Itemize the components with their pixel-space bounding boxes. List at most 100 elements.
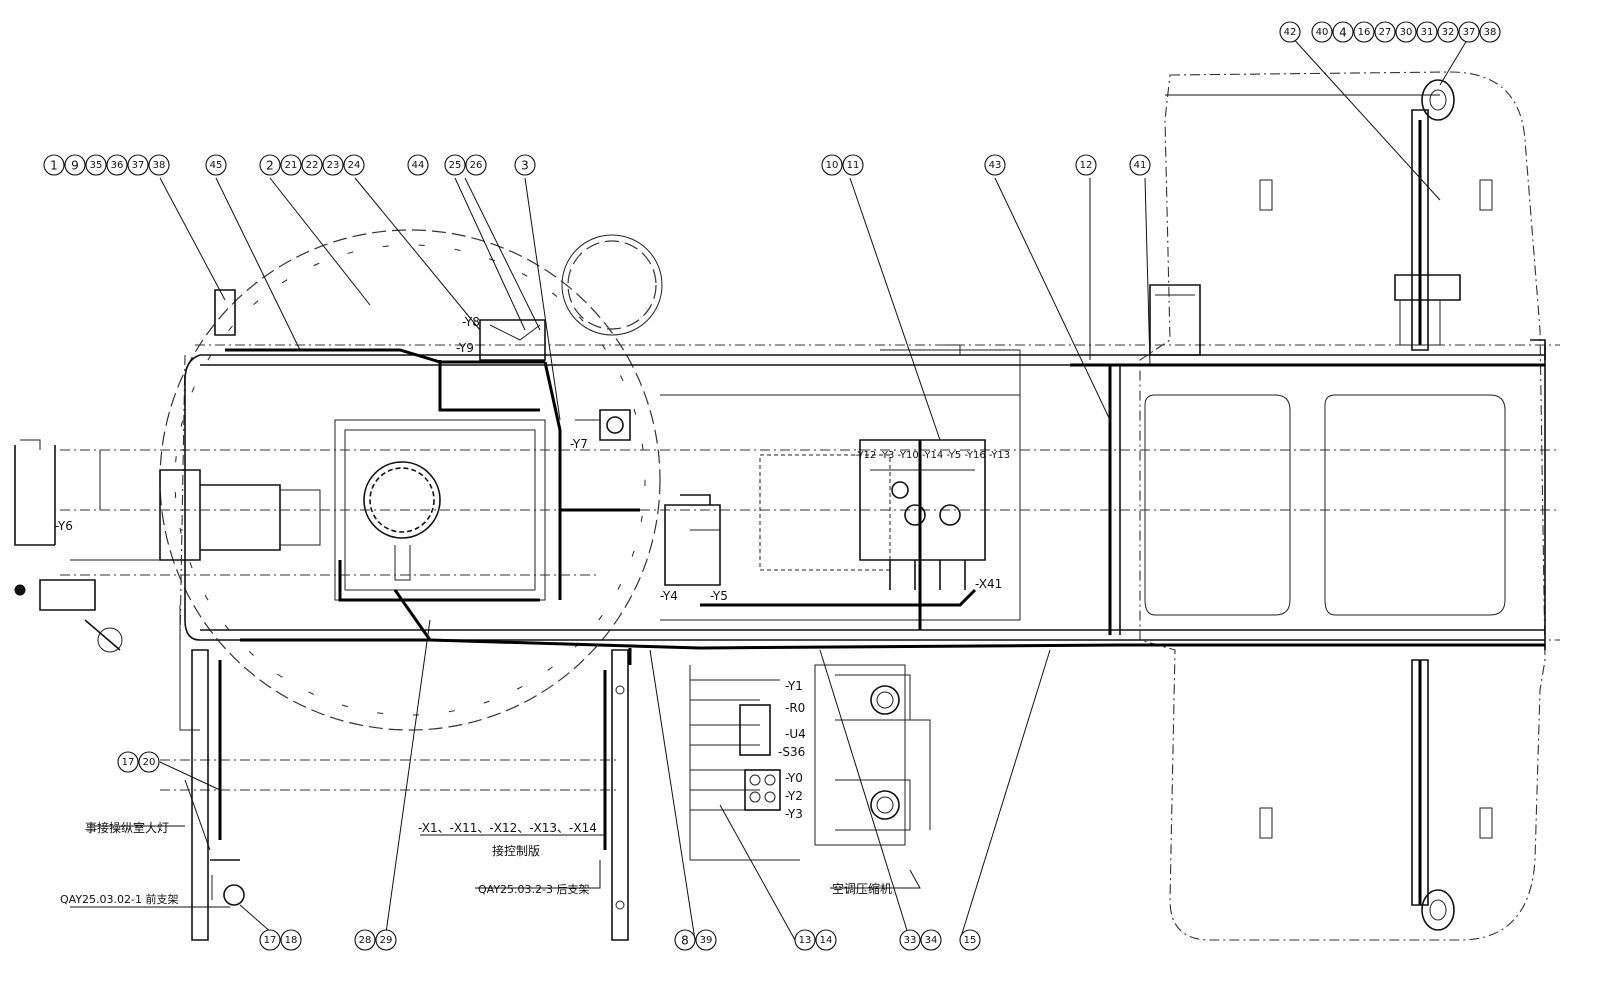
balloon-number: 32 bbox=[1442, 27, 1455, 38]
balloon-circle bbox=[117, 751, 139, 773]
balloon-number: 38 bbox=[1484, 27, 1497, 38]
balloon-number: 38 bbox=[153, 160, 166, 171]
balloon-number: 40 bbox=[1316, 27, 1329, 38]
balloon-number: 35 bbox=[90, 160, 103, 171]
balloon-number: 30 bbox=[1400, 27, 1413, 38]
balloon-number: 15 bbox=[964, 935, 977, 946]
balloon-circle bbox=[205, 154, 227, 176]
balloon-number: 14 bbox=[820, 935, 833, 946]
balloon-number: 18 bbox=[285, 935, 298, 946]
balloon-circle bbox=[674, 929, 696, 951]
front-bracket-label: QAY25.03.02-1 前支架 bbox=[60, 892, 179, 906]
balloon-number: 25 bbox=[449, 160, 462, 171]
signal-x41: -X41 bbox=[975, 577, 1002, 591]
balloon-circle bbox=[444, 154, 466, 176]
balloon-circle bbox=[984, 154, 1006, 176]
signal-y6: -Y6 bbox=[55, 519, 73, 533]
signal-u4: -U4 bbox=[785, 727, 806, 741]
balloon-circle bbox=[1479, 21, 1501, 43]
balloon-group-25: 25 26 bbox=[444, 154, 487, 176]
valve-block: -Y12 -Y3 -Y10 -Y14 -Y5 -Y16 -Y13 -Y4 -Y5… bbox=[214, 289, 1021, 620]
balloon-circle bbox=[127, 154, 149, 176]
balloon-circle bbox=[322, 154, 344, 176]
balloon-circle bbox=[1458, 21, 1480, 43]
balloon-group-33: 33 34 bbox=[899, 929, 942, 951]
balloon-circle bbox=[1311, 21, 1333, 43]
balloon-group-44: 44 bbox=[407, 154, 429, 176]
balloon-circle bbox=[959, 929, 981, 951]
signal-y5: -Y5 bbox=[710, 589, 728, 603]
signal-y7: -Y7 bbox=[570, 437, 588, 451]
balloon-number: 10 bbox=[826, 160, 839, 171]
balloon-circle bbox=[465, 154, 487, 176]
slewing-ring bbox=[363, 461, 441, 581]
balloon-circle bbox=[138, 751, 160, 773]
balloon-number: 9 bbox=[71, 159, 79, 173]
harness-main bbox=[225, 120, 1545, 905]
balloon-number: 22 bbox=[306, 160, 319, 171]
balloon-circle bbox=[280, 929, 302, 951]
balloon-circle bbox=[695, 929, 717, 951]
balloon-number: 13 bbox=[799, 935, 812, 946]
balloon-number: 12 bbox=[1080, 160, 1093, 171]
balloon-circle bbox=[1395, 21, 1417, 43]
balloon-group-3: 3 bbox=[514, 154, 536, 176]
balloon-number: 39 bbox=[700, 935, 713, 946]
control-panel-label: 接控制版 bbox=[492, 843, 540, 858]
balloon-number: 33 bbox=[904, 935, 917, 946]
balloon-circle bbox=[1416, 21, 1438, 43]
balloon-number: 36 bbox=[111, 160, 124, 171]
balloon-group-41: 41 bbox=[1129, 154, 1151, 176]
balloon-number: 29 bbox=[380, 935, 393, 946]
signal-y9: -Y9 bbox=[456, 341, 474, 355]
balloon-circle bbox=[343, 154, 365, 176]
signal-y8: -Y8 bbox=[462, 315, 480, 329]
balloon-number: 23 bbox=[327, 160, 340, 171]
balloon-group-13: 13 14 bbox=[794, 929, 837, 951]
balloon-circle bbox=[1129, 154, 1151, 176]
balloon-number: 1 bbox=[50, 159, 58, 173]
chassis-outline bbox=[60, 71, 1560, 941]
frame-rails bbox=[184, 179, 1546, 839]
balloon-number: 31 bbox=[1421, 27, 1434, 38]
balloon-circle bbox=[1437, 21, 1459, 43]
balloon-number: 16 bbox=[1358, 27, 1371, 38]
signal-y1: -Y1 bbox=[785, 679, 803, 693]
balloon-circle bbox=[1332, 21, 1354, 43]
balloon-number: 28 bbox=[359, 935, 372, 946]
front-bracket bbox=[191, 649, 245, 941]
balloon-group-45: 45 bbox=[205, 154, 227, 176]
balloon-number: 4 bbox=[1339, 26, 1347, 40]
compressor-label: 空调压缩机 bbox=[832, 881, 892, 896]
balloon-number: 24 bbox=[348, 160, 361, 171]
balloon-number: 26 bbox=[470, 160, 483, 171]
control-panel: -Y1 -R0 -U4 -S36 -Y0 -Y2 -Y3 bbox=[689, 665, 806, 861]
signal-valve-row: -Y12 -Y3 -Y10 -Y14 -Y5 -Y16 -Y13 bbox=[855, 450, 1010, 461]
balloon-number: 42 bbox=[1284, 27, 1297, 38]
balloon-number: 44 bbox=[412, 160, 425, 171]
ac-compressor bbox=[814, 664, 931, 846]
balloon-circle bbox=[280, 154, 302, 176]
balloon-circle bbox=[301, 154, 323, 176]
balloon-circle bbox=[148, 154, 170, 176]
leader-lines bbox=[70, 34, 1471, 941]
balloon-number: 34 bbox=[925, 935, 938, 946]
rear-bracket-label: QAY25.03.2-3 后支架 bbox=[478, 883, 590, 896]
balloon-group-43: 43 bbox=[984, 154, 1006, 176]
signal-s36: -S36 bbox=[778, 745, 805, 759]
balloon-number: 37 bbox=[1463, 27, 1476, 38]
front-assembly: -Y6 bbox=[14, 439, 321, 731]
balloon-circle bbox=[899, 929, 921, 951]
balloon-number: 2 bbox=[266, 159, 274, 173]
balloon-circle bbox=[842, 154, 864, 176]
balloon-circle bbox=[354, 929, 376, 951]
connectors-label: -X1、-X11、-X12、-X13、-X14 bbox=[418, 821, 597, 835]
balloon-group-28: 28 29 bbox=[354, 929, 397, 951]
